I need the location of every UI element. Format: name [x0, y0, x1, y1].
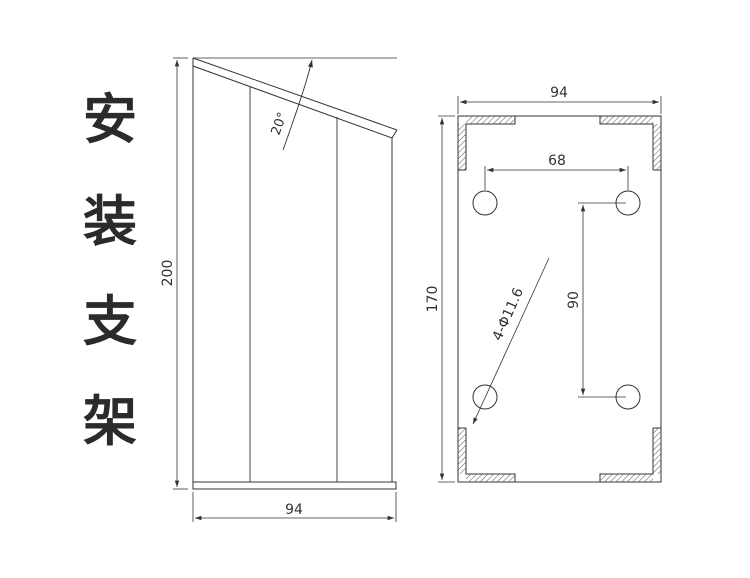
side-view-width-label: 94: [285, 502, 303, 518]
side-view-outline: [192, 58, 393, 483]
title-char-3: 支: [83, 290, 137, 353]
side-view-height-label: 200: [160, 260, 176, 287]
title-char-4: 架: [83, 390, 137, 453]
top-view-width-label: 94: [550, 85, 568, 101]
side-view: [173, 57, 398, 522]
top-view-height-label: 170: [425, 286, 441, 313]
top-view-outline: [457, 115, 662, 483]
title-char-1: 安: [83, 88, 137, 151]
hole-spacing-y-label: 90: [566, 291, 582, 309]
mounting-hole-bottom-left: [472, 384, 498, 410]
top-view: [438, 96, 662, 483]
hole-spacing-x-label: 68: [548, 153, 566, 169]
side-view-angle-label: 20°: [269, 110, 291, 137]
mounting-hole-top-left: [472, 190, 498, 216]
title-char-2: 装: [83, 190, 137, 253]
hole-diameter-label: 4-Φ11.6: [490, 285, 527, 343]
